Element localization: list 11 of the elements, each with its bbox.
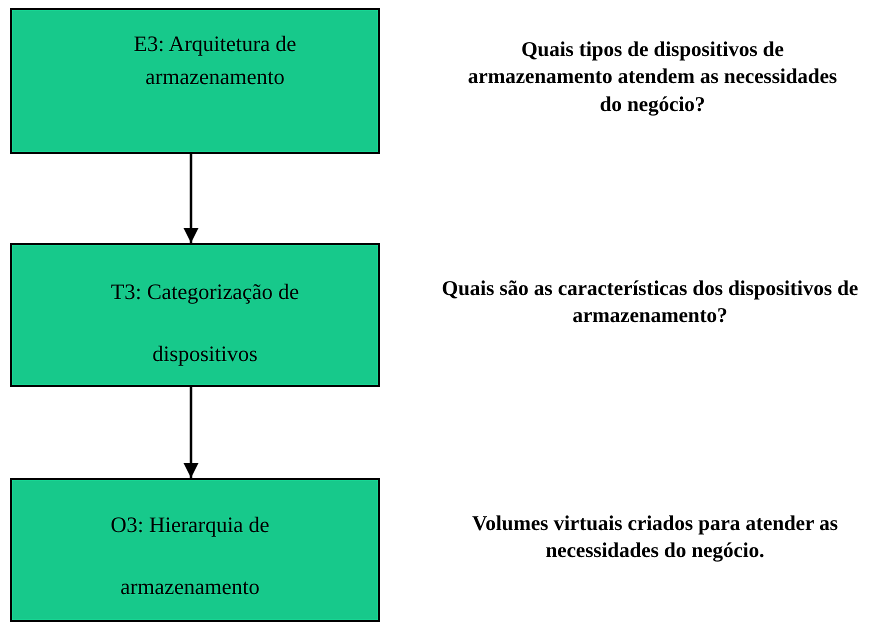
note-text: Quais são as características dos dispositivos de armazenamento? [440, 275, 860, 330]
box-label: E3: Arquitetura de armazenamento [132, 30, 298, 91]
process-box [10, 478, 380, 622]
note-text: Quais tipos de dispositivos de armazenamento atendem as necessidades do negócio? [466, 36, 838, 118]
note-text: Volumes virtuais criados para atender as necessidades do negócio. [471, 510, 839, 564]
arrow [184, 154, 198, 243]
arrow [184, 387, 198, 478]
box-label: O3: Hierarquia de armazenamento [110, 511, 270, 601]
process-box [10, 8, 380, 154]
process-box [10, 243, 380, 387]
box-label: T3: Categorização de dispositivos [110, 278, 300, 368]
